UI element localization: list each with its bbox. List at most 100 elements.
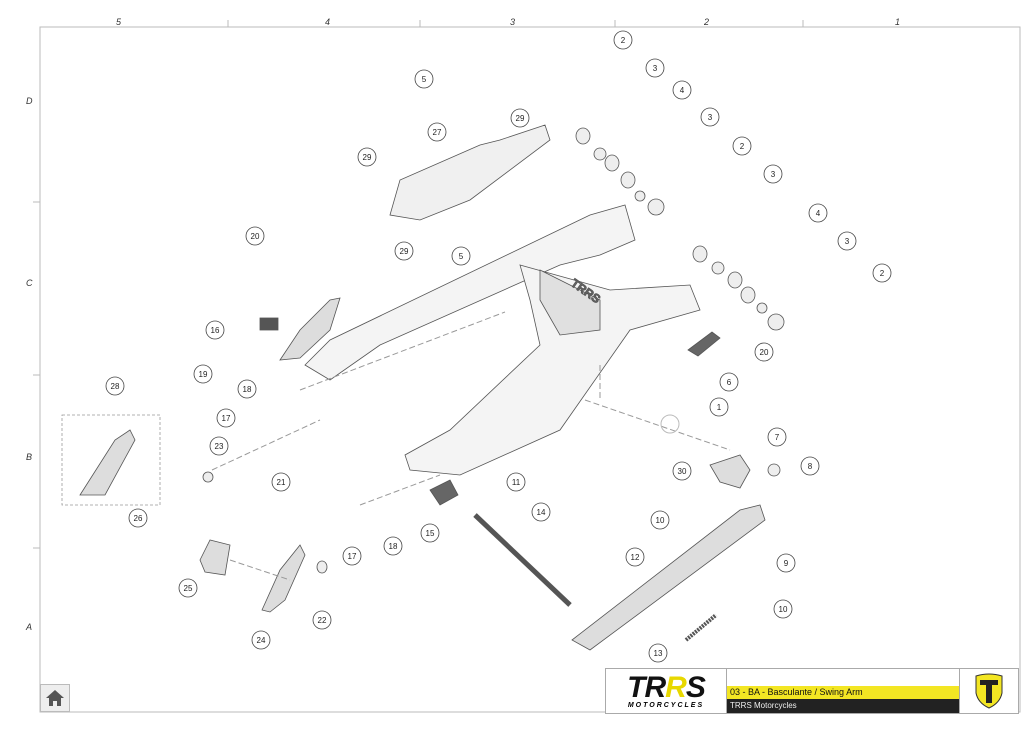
callout-5: 5 — [414, 69, 434, 89]
callout-label: 13 — [654, 649, 663, 658]
callout-11: 11 — [506, 472, 526, 492]
callout-label: 10 — [779, 605, 788, 614]
callout-13: 13 — [648, 643, 668, 663]
callout-label: 18 — [389, 542, 398, 551]
callout-2: 2 — [732, 136, 752, 156]
callout-label: 12 — [631, 553, 640, 562]
company-name: TRRS Motorcycles — [727, 699, 959, 713]
callout-23: 23 — [209, 436, 229, 456]
callout-8: 8 — [800, 456, 820, 476]
callout-2: 2 — [872, 263, 892, 283]
callout-label: 8 — [808, 462, 813, 471]
callout-label: 2 — [740, 142, 745, 151]
callout-4: 4 — [808, 203, 828, 223]
shield-logo-icon — [959, 669, 1018, 713]
trrs-logo: TRRS MOTORCYCLES — [606, 669, 727, 713]
callout-label: 20 — [251, 232, 260, 241]
callout-15: 15 — [420, 523, 440, 543]
callout-20: 20 — [245, 226, 265, 246]
callout-label: 28 — [111, 382, 120, 391]
callout-14: 14 — [531, 502, 551, 522]
callout-label: 17 — [348, 552, 357, 561]
callout-label: 17 — [222, 414, 231, 423]
callout-label: 5 — [422, 75, 427, 84]
callout-29: 29 — [510, 108, 530, 128]
callout-label: 27 — [433, 128, 442, 137]
callout-label: 9 — [784, 559, 789, 568]
drawing-name: 03 - BA - Basculante / Swing Arm — [727, 686, 959, 699]
callout-1: 1 — [709, 397, 729, 417]
callout-3: 3 — [700, 107, 720, 127]
callout-17: 17 — [342, 546, 362, 566]
callout-4: 4 — [672, 80, 692, 100]
callout-18: 18 — [383, 536, 403, 556]
callout-label: 3 — [771, 170, 776, 179]
callout-label: 29 — [363, 153, 372, 162]
callout-24: 24 — [251, 630, 271, 650]
callout-29: 29 — [394, 241, 414, 261]
callout-label: 25 — [184, 584, 193, 593]
zone-row-b: B — [26, 452, 33, 462]
zone-column-4: 4 — [325, 17, 331, 27]
callout-label: 15 — [426, 529, 435, 538]
home-button[interactable] — [40, 684, 70, 712]
callout-3: 3 — [763, 164, 783, 184]
callout-20: 20 — [754, 342, 774, 362]
home-icon — [46, 690, 64, 706]
callout-label: 6 — [727, 378, 732, 387]
assembly-lines — [211, 311, 731, 581]
callout-12: 12 — [625, 547, 645, 567]
callout-17: 17 — [216, 408, 236, 428]
logo-text-b: R — [665, 670, 687, 704]
callout-2: 2 — [613, 30, 633, 50]
callout-label: 5 — [459, 252, 464, 261]
callout-label: 24 — [257, 636, 266, 645]
callout-label: 4 — [816, 209, 821, 218]
logo-text-a: TR — [627, 670, 666, 704]
callouts: 2343234325292729295201619181720617830101… — [105, 30, 892, 663]
callout-28: 28 — [105, 376, 125, 396]
callout-label: 26 — [134, 514, 143, 523]
callout-label: 2 — [621, 36, 626, 45]
callout-label: 3 — [845, 237, 850, 246]
swing-arm: TRRS — [304, 204, 701, 476]
zone-row-a: A — [26, 622, 33, 632]
callout-7: 7 — [767, 427, 787, 447]
callout-27: 27 — [427, 122, 447, 142]
callout-label: 16 — [211, 326, 220, 335]
drawing-frame — [39, 26, 1021, 713]
callout-9: 9 — [776, 553, 796, 573]
zone-row-d: D — [26, 96, 33, 106]
callout-label: 3 — [653, 64, 658, 73]
callout-3: 3 — [645, 58, 665, 78]
callout-22: 22 — [312, 610, 332, 630]
callout-25: 25 — [178, 578, 198, 598]
callout-6: 6 — [719, 372, 739, 392]
zone-row-c: C — [26, 278, 33, 288]
bearings-and-spacers — [202, 127, 785, 574]
callout-label: 18 — [243, 385, 252, 394]
callout-label: 21 — [277, 478, 286, 487]
logo-text-c: S — [685, 670, 706, 704]
callout-19: 19 — [193, 364, 213, 384]
logo-subtitle: MOTORCYCLES — [627, 701, 705, 709]
callout-label: 22 — [318, 616, 327, 625]
empty-callout — [660, 414, 680, 434]
callout-10: 10 — [650, 510, 670, 530]
callout-label: 3 — [708, 113, 713, 122]
small-parts — [61, 297, 766, 651]
callout-16: 16 — [205, 320, 225, 340]
zone-ticks — [33, 20, 804, 549]
callout-label: 19 — [199, 370, 208, 379]
title-block: TRRS MOTORCYCLES 03 - BA - Basculante / … — [605, 668, 1019, 714]
callout-label: 4 — [680, 86, 685, 95]
callout-21: 21 — [271, 472, 291, 492]
zone-column-2: 2 — [704, 17, 710, 27]
callout-18: 18 — [237, 379, 257, 399]
callout-label: 14 — [537, 508, 546, 517]
callout-label: 7 — [775, 433, 780, 442]
callout-30: 30 — [672, 461, 692, 481]
chain-guide — [389, 124, 551, 221]
callout-label: 30 — [678, 467, 687, 476]
